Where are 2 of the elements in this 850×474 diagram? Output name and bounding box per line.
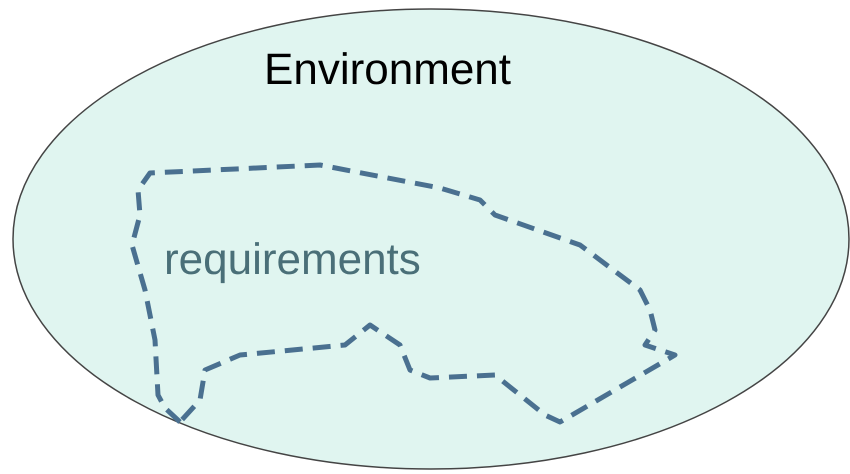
region-label: requirements bbox=[164, 238, 421, 282]
region-title: Environment bbox=[264, 48, 512, 92]
